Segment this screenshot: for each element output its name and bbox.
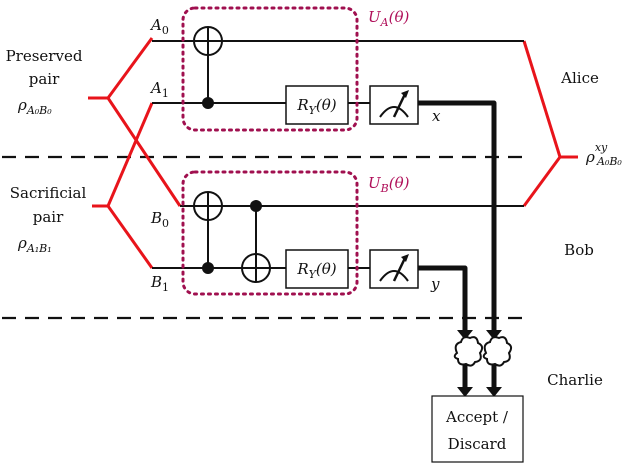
sacrificial-pair-label-1: Sacrificial	[10, 184, 87, 202]
unitary-B-label: UB(θ)	[368, 174, 410, 195]
control-dot	[202, 262, 214, 274]
party-alice: Alice	[560, 69, 599, 87]
unitary-A-box	[181, 6, 359, 132]
accept-label: Accept /	[445, 408, 509, 426]
party-charlie: Charlie	[547, 371, 603, 389]
control-dot	[250, 200, 262, 212]
entanglement-lines-left	[88, 37, 182, 269]
wire-label-B1: B1	[150, 273, 169, 294]
wire-label-A1: A1	[149, 79, 169, 100]
cloud-icon	[482, 336, 513, 367]
cnot-B2	[241, 200, 271, 283]
rotation-B-label: RY(θ)	[296, 260, 336, 281]
discard-label: Discard	[448, 435, 507, 453]
unitary-B-box	[181, 170, 359, 296]
party-bob: Bob	[564, 241, 594, 259]
outcome-y: y	[430, 275, 440, 293]
accept-discard-box	[431, 395, 524, 463]
preserved-pair-label-1: Preserved	[6, 47, 83, 65]
cloud-icon	[453, 336, 484, 367]
unitary-A-label: UA(θ)	[368, 8, 409, 29]
wire-label-B0: B0	[150, 209, 169, 230]
sacrificial-rho: ρA₁B₁	[17, 234, 52, 255]
rotation-A-label: RY(θ)	[296, 96, 336, 117]
cnot-A	[193, 26, 223, 109]
wire-label-A0: A0	[149, 16, 169, 37]
entanglement-lines-right	[522, 40, 578, 207]
preserved-rho: ρA₀B₀	[17, 96, 52, 117]
control-dot	[202, 97, 214, 109]
meter-icon	[369, 249, 419, 289]
cnot-B1	[193, 191, 223, 274]
classical-wires	[418, 100, 497, 387]
rotation-B-box	[285, 249, 349, 289]
sacrificial-pair-label-2: pair	[33, 208, 64, 226]
preserved-pair-label-2: pair	[29, 70, 60, 88]
outcome-x: x	[432, 107, 441, 125]
rotation-A-box	[285, 85, 349, 125]
meter-icon	[369, 85, 419, 125]
